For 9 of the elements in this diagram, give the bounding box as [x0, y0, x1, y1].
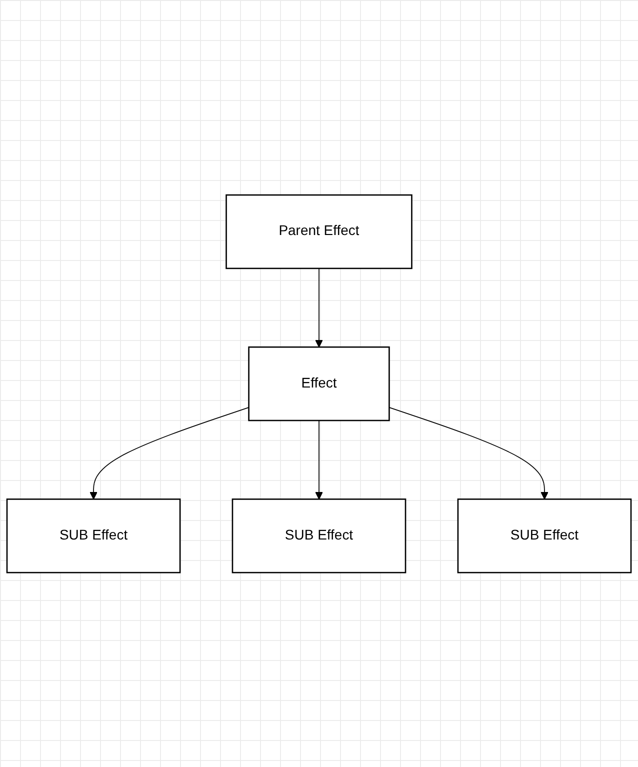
arrow	[388, 406, 548, 500]
arrow	[90, 406, 250, 500]
arrow	[315, 420, 323, 500]
node-box: Effect	[248, 346, 390, 421]
node-box: SUB Effect	[457, 498, 632, 573]
node-box: Parent Effect	[226, 194, 412, 269]
node-box: SUB Effect	[6, 498, 181, 573]
node-box: SUB Effect	[232, 498, 406, 573]
arrow	[315, 268, 323, 348]
